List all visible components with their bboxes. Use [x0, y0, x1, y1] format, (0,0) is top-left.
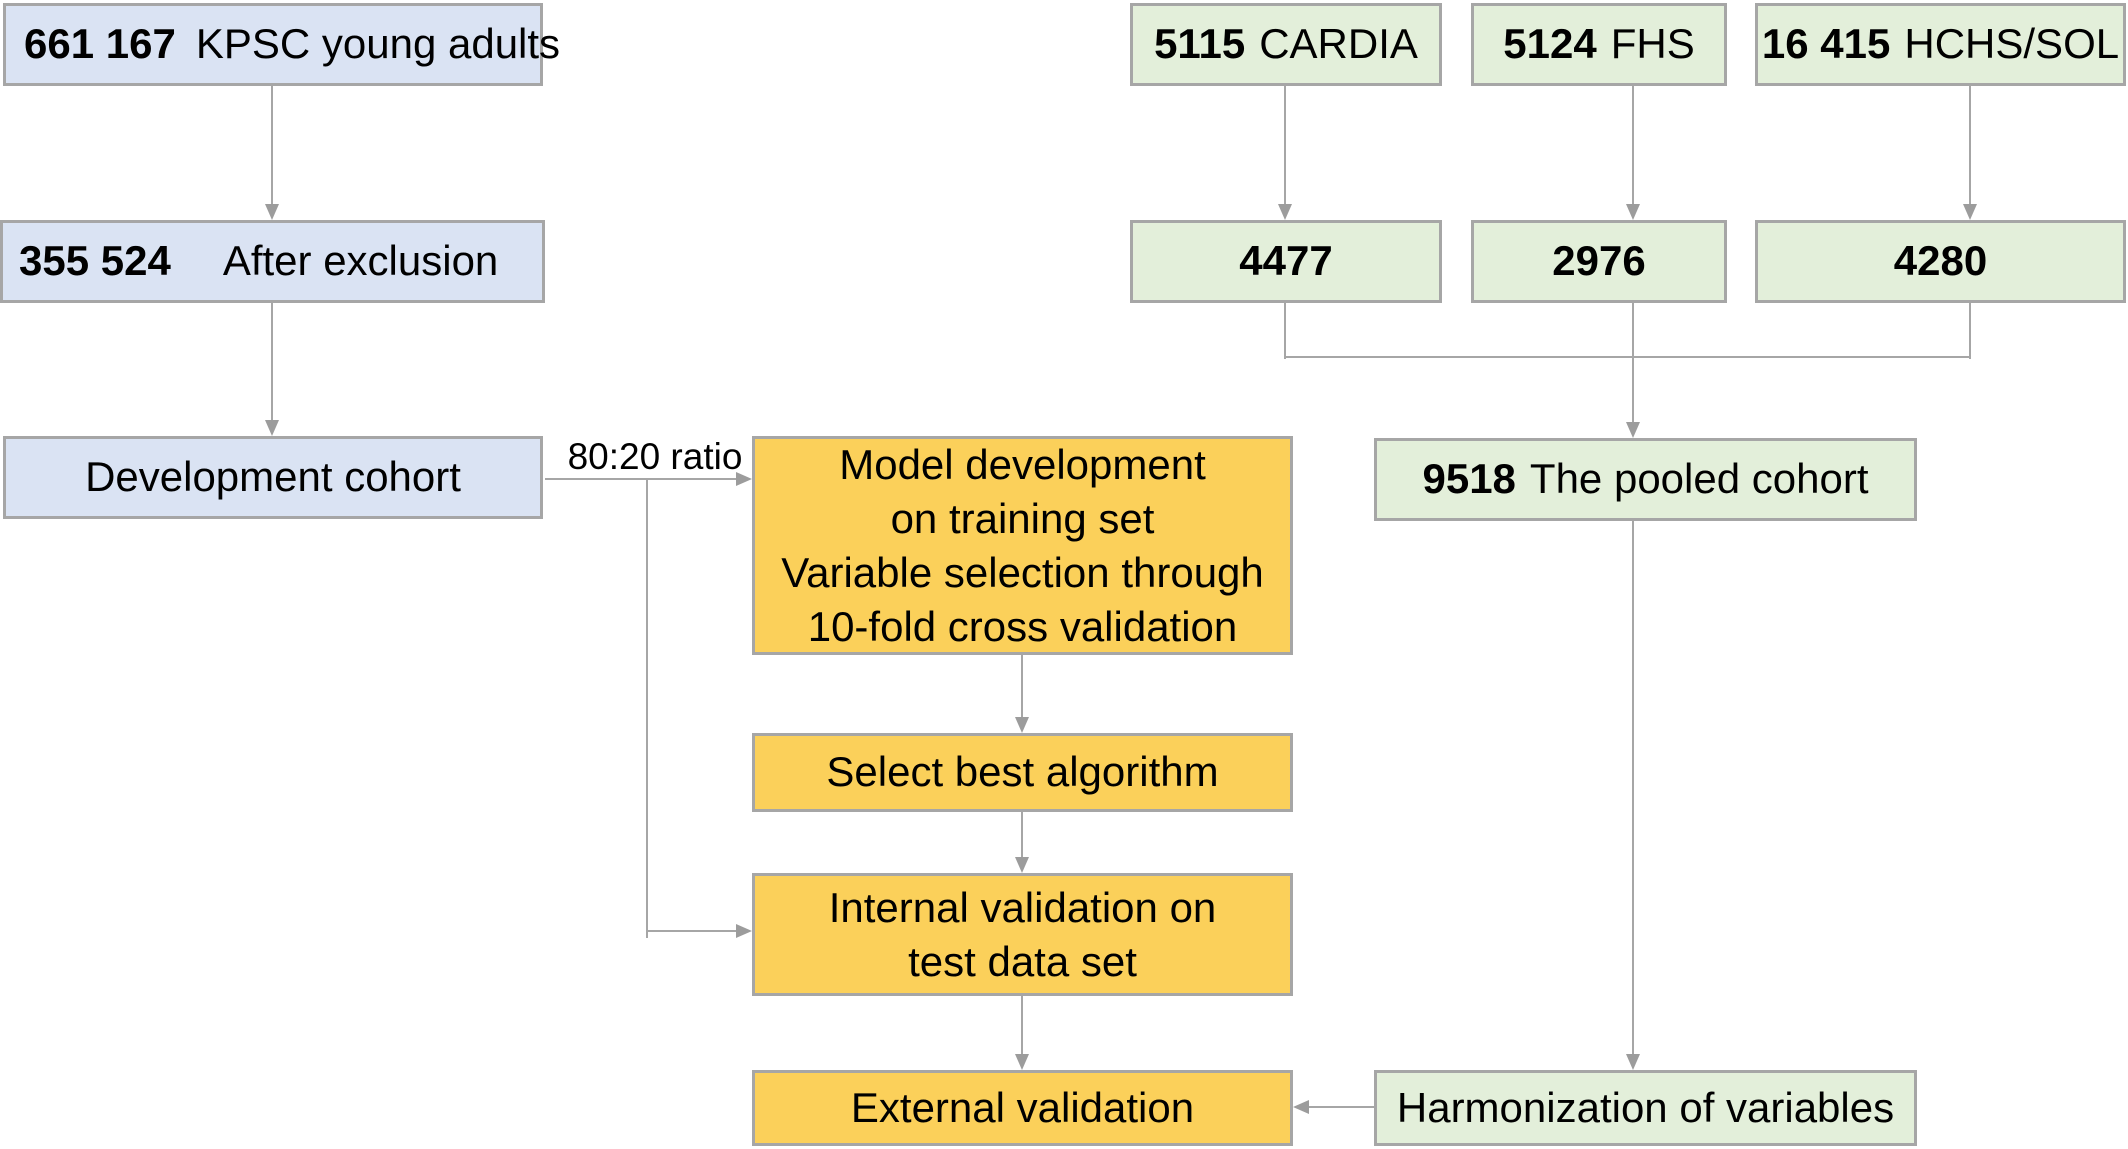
connector-hchs-to-count [1969, 86, 1971, 206]
arrowhead-pooled-to-harmonization [1626, 1054, 1640, 1070]
node-select-best-algorithm: Select best algorithm [752, 733, 1293, 812]
node-model-development: Model development on training set Variab… [752, 436, 1293, 655]
hchs-included-count: 4280 [1893, 237, 1988, 285]
connector-modeldev-to-selectbest [1021, 655, 1023, 717]
connector-exclusion-to-devcohort [271, 303, 273, 422]
node-harmonization: Harmonization of variables [1374, 1070, 1917, 1146]
connector-devcohort-to-modeldev [545, 478, 736, 480]
connector-harmonization-to-external [1309, 1106, 1374, 1108]
node-development-cohort: Development cohort [3, 436, 543, 519]
connector-fhs-to-count [1632, 86, 1634, 206]
hchs-label: HCHS/SOL [1904, 20, 2120, 68]
connector-internal-to-external [1021, 996, 1023, 1054]
internal-validation-line2: test data set [908, 937, 1137, 985]
connector-merge-bar [1284, 356, 1971, 358]
arrowhead-kpsc-to-exclusion [265, 204, 279, 220]
cardia-count: 5115 [1154, 20, 1246, 68]
pooled-count: 9518 [1422, 455, 1516, 503]
connector-cardia-to-count [1284, 86, 1286, 206]
node-pooled-cohort: 9518 The pooled cohort [1374, 438, 1917, 521]
arrowhead-branch-to-internal-validation [736, 924, 752, 938]
node-cardia: 5115 CARDIA [1130, 3, 1442, 86]
split-ratio-label: 80:20 ratio [567, 436, 743, 477]
arrowhead-exclusion-to-devcohort [265, 420, 279, 436]
node-kpsc-young-adults: 661 167 KPSC young adults [3, 3, 560, 86]
connector-pooled-to-harmonization [1632, 521, 1634, 1054]
arrowhead-harmonization-to-external [1293, 1100, 1309, 1114]
connector-split-branch-vertical [646, 479, 648, 938]
after-exclusion-label: After exclusion [222, 237, 499, 285]
fhs-label: FHS [1610, 20, 1695, 68]
connector-kpsc-to-exclusion [271, 86, 273, 206]
cardia-label: CARDIA [1259, 20, 1418, 68]
arrowhead-cardia-to-count [1278, 204, 1292, 220]
arrowhead-modeldev-to-selectbest [1015, 717, 1029, 733]
connector-cardia-merge-stub [1284, 303, 1286, 359]
after-exclusion-count: 355 524 [19, 237, 171, 285]
node-fhs-included: 2976 [1471, 220, 1727, 303]
fhs-included-count: 2976 [1552, 237, 1646, 285]
connector-hchs-merge-stub [1969, 303, 1971, 359]
connector-split-branch-horizontal [646, 930, 736, 932]
model-dev-line1: Model development [839, 440, 1206, 488]
select-best-label: Select best algorithm [826, 748, 1219, 796]
external-validation-label: External validation [850, 1083, 1195, 1131]
node-after-exclusion: 355 524 After exclusion [0, 220, 545, 303]
arrowhead-merge-to-pooled [1626, 422, 1640, 438]
kpsc-count: 661 167 [24, 20, 176, 68]
harmonization-label: Harmonization of variables [1396, 1083, 1895, 1131]
node-fhs: 5124 FHS [1471, 3, 1727, 86]
arrowhead-internal-to-external [1015, 1054, 1029, 1070]
node-hchs-sol: 16 415 HCHS/SOL [1755, 3, 2126, 86]
connector-merge-to-pooled [1632, 303, 1634, 422]
connector-selectbest-to-internal [1021, 812, 1023, 857]
node-cardia-included: 4477 [1130, 220, 1442, 303]
hchs-count: 16 415 [1761, 20, 1891, 68]
node-internal-validation: Internal validation on test data set [752, 873, 1293, 996]
model-dev-line2: on training set [890, 494, 1155, 542]
arrowhead-fhs-to-count [1626, 204, 1640, 220]
model-dev-line3: Variable selection through [781, 548, 1264, 596]
pooled-label: The pooled cohort [1529, 455, 1869, 503]
arrowhead-devcohort-to-modeldev [736, 472, 752, 486]
arrowhead-selectbest-to-internal [1015, 857, 1029, 873]
fhs-count: 5124 [1503, 20, 1597, 68]
internal-validation-line1: Internal validation on [828, 883, 1217, 931]
cardia-included-count: 4477 [1239, 237, 1333, 285]
model-dev-line4: 10-fold cross validation [807, 602, 1238, 650]
node-external-validation: External validation [752, 1070, 1293, 1146]
development-cohort-label: Development cohort [85, 453, 461, 501]
node-hchs-included: 4280 [1755, 220, 2126, 303]
kpsc-label: KPSC young adults [195, 20, 561, 68]
arrowhead-hchs-to-count [1963, 204, 1977, 220]
